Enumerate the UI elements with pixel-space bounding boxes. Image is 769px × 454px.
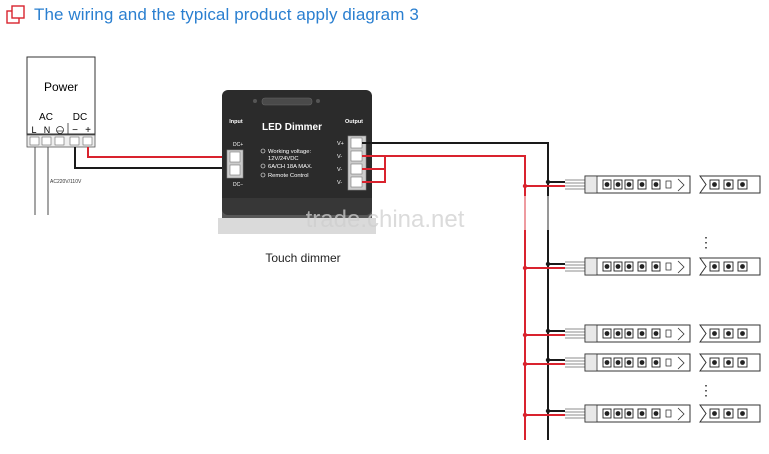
led-strip [522,257,761,276]
dc-negative-wire [74,147,227,169]
led-strip [522,404,761,423]
watermark: trade.china.net [306,206,465,233]
page-corner-icon [6,5,25,24]
terminal-minus-label: − [72,125,78,136]
dimmer-input-label: Input [229,119,243,125]
dimmer-input-terminal [226,149,244,179]
out-v-minus-3-label: V- [337,180,342,186]
power-supply: Power AC DC L N − + AC220V/110V [26,56,96,185]
touch-slider [261,97,313,106]
dc-plus-label: DC+ [233,142,243,148]
output-wiring [362,142,556,440]
terminal-n-label: N [44,125,51,135]
led-strip [522,175,761,194]
dimmer-title: LED Dimmer [262,122,322,133]
dc-positive-wire [87,147,227,158]
led-strip-group [522,175,761,423]
led-dimmer: LED Dimmer Input Output Working voltage:… [218,90,376,234]
dc-minus-label: DC− [233,182,243,188]
dimmer-body [222,90,372,215]
terminal-plus-label: + [85,125,91,136]
diagram-header: The wiring and the typical product apply… [6,3,419,27]
diagram-title: The wiring and the typical product apply… [34,5,419,24]
out-v-plus-label: V+ [337,141,344,147]
led-strip [522,353,761,372]
input-voltage-label: AC220V/110V [50,179,82,185]
ground-icon [56,126,64,134]
power-terminal-block [26,134,96,148]
terminal-l-label: L [31,125,36,135]
spec-current: 6A/CH 18A MAX. [268,164,313,170]
power-title: Power [44,80,78,94]
out-v-minus-1-label: V- [337,154,342,160]
continuation-dots-1: ⋮ [699,234,713,250]
led-strip [522,324,761,343]
dimmer-caption: Touch dimmer [265,251,340,265]
spec-working-voltage: Working voltage: [268,149,311,155]
power-dc-label: DC [73,112,87,123]
continuation-dots-2: ⋮ [699,382,713,398]
spec-voltage-value: 12V/24VDC [268,156,299,162]
dimmer-output-label: Output [345,119,363,125]
spec-remote: Remote Control [268,173,309,179]
out-v-minus-2-label: V- [337,167,342,173]
power-ac-label: AC [39,112,53,123]
